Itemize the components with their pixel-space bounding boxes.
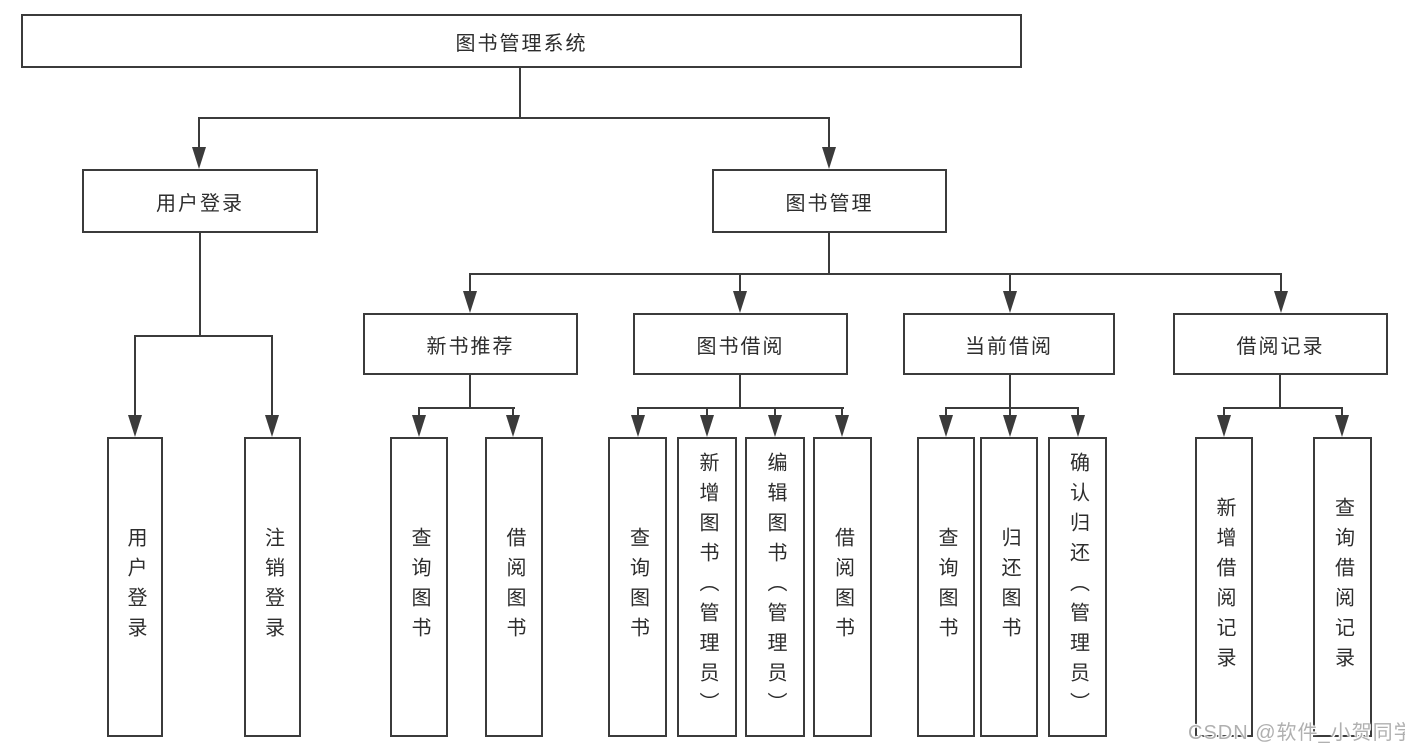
connector-line [519,68,521,117]
connector-line [1077,407,1079,417]
connector-line [1341,407,1343,417]
connector-line [774,407,776,417]
node-query-books-current: 查询图书 [917,437,975,737]
node-user-login-leaf: 用户登录 [107,437,163,737]
connector-line [1009,407,1011,417]
node-book-borrowing: 图书借阅 [633,313,848,375]
connector-arrowhead [463,291,477,313]
connector-arrowhead [700,415,714,437]
connector-arrowhead [768,415,782,437]
connector-arrowhead [412,415,426,437]
node-query-books-recommend: 查询图书 [390,437,448,737]
connector-arrowhead [192,147,206,169]
connector-line [945,407,947,417]
connector-line [739,273,741,293]
watermark: CSDN @软件_小贺同学 [1188,722,1405,744]
node-return-books: 归还图书 [980,437,1038,737]
connector-arrowhead [128,415,142,437]
connector-arrowhead [1217,415,1231,437]
node-confirm-return-admin: 确认归还（管理员） [1048,437,1107,737]
connector-line [706,407,708,417]
connector-line [271,335,273,417]
node-user-login: 用户登录 [82,169,318,233]
connector-line [828,233,830,273]
connector-line [512,407,514,417]
connector-line [469,375,471,407]
node-query-books-borrowing: 查询图书 [608,437,667,737]
node-new-book-recommendation: 新书推荐 [363,313,578,375]
node-edit-books-admin: 编辑图书（管理员） [745,437,805,737]
connector-line [739,375,741,407]
connector-arrowhead [631,415,645,437]
connector-line [134,335,136,417]
connector-line [828,117,830,149]
connector-line [945,407,1079,409]
connector-line [418,407,420,417]
connector-line [469,273,1282,275]
connector-line [1009,273,1011,293]
connector-arrowhead [733,291,747,313]
node-borrow-books-leaf: 借阅图书 [813,437,872,737]
node-logout: 注销登录 [244,437,301,737]
connector-line [1279,375,1281,407]
connector-line [198,117,830,119]
node-borrow-books-recommend: 借阅图书 [485,437,543,737]
connector-line [469,273,471,293]
node-query-borrow-record: 查询借阅记录 [1313,437,1372,737]
connector-line [1280,273,1282,293]
connector-line [1223,407,1225,417]
connector-arrowhead [1274,291,1288,313]
connector-arrowhead [1071,415,1085,437]
node-current-borrowing: 当前借阅 [903,313,1115,375]
connector-line [418,407,515,409]
connector-line [637,407,844,409]
node-book-management: 图书管理 [712,169,947,233]
connector-arrowhead [265,415,279,437]
node-borrowing-records: 借阅记录 [1173,313,1388,375]
connector-line [841,407,843,417]
connector-arrowhead [822,147,836,169]
connector-line [1009,375,1011,407]
node-library-management-system: 图书管理系统 [21,14,1022,68]
connector-arrowhead [1335,415,1349,437]
connector-line [198,117,200,149]
connector-arrowhead [1003,415,1017,437]
connector-line [637,407,639,417]
node-add-borrow-record: 新增借阅记录 [1195,437,1253,737]
connector-arrowhead [506,415,520,437]
connector-line [1223,407,1343,409]
connector-arrowhead [939,415,953,437]
connector-arrowhead [1003,291,1017,313]
connector-line [134,335,273,337]
node-add-books-admin: 新增图书（管理员） [677,437,737,737]
connector-line [199,233,201,335]
connector-arrowhead [835,415,849,437]
